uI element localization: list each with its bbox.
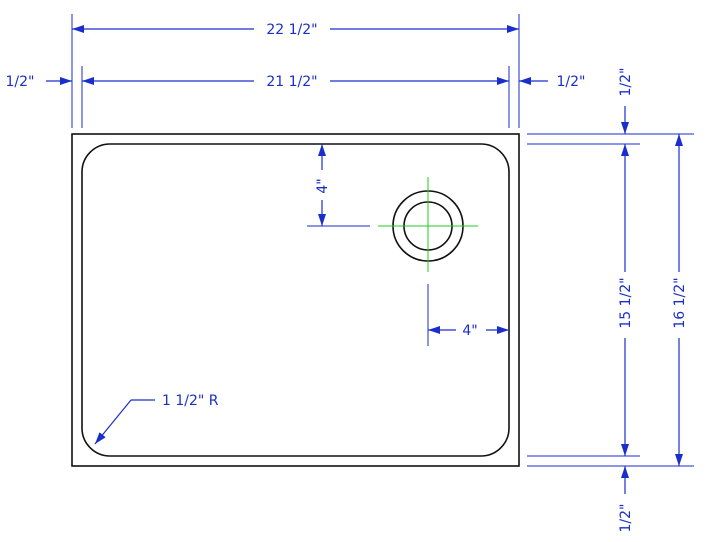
dim-left-rim: 1/2" bbox=[6, 74, 72, 90]
dim-overall-height-label: 16 1/2" bbox=[672, 277, 688, 328]
dim-corner-radius: 1 1/2" R bbox=[94, 393, 219, 445]
dim-inner-width: 21 1/2" bbox=[82, 74, 509, 90]
dim-inner-width-label: 21 1/2" bbox=[266, 74, 317, 90]
dim-drain-from-right: 4" bbox=[428, 323, 509, 339]
dim-bottom-rim: 1/2" bbox=[618, 466, 634, 532]
dim-drain-from-top-label: 4" bbox=[315, 178, 331, 193]
dim-left-rim-label: 1/2" bbox=[6, 74, 35, 90]
dim-top-rim: 1/2" bbox=[618, 68, 634, 134]
dim-overall-height: 16 1/2" bbox=[672, 134, 688, 466]
dim-right-rim-label: 1/2" bbox=[557, 74, 586, 90]
sink-inner-bowl bbox=[81, 143, 510, 457]
dim-drain-from-top: 4" bbox=[315, 144, 331, 226]
dim-overall-width: 22 1/2" bbox=[72, 22, 519, 38]
drain bbox=[378, 177, 478, 272]
dim-inner-height: 15 1/2" bbox=[618, 144, 634, 456]
dim-top-rim-label: 1/2" bbox=[618, 68, 634, 97]
dim-corner-radius-label: 1 1/2" R bbox=[162, 393, 219, 409]
dim-inner-height-label: 15 1/2" bbox=[618, 277, 634, 328]
sink-outer-outline bbox=[71, 133, 520, 467]
dim-overall-width-label: 22 1/2" bbox=[266, 22, 317, 38]
dim-bottom-rim-label: 1/2" bbox=[618, 504, 634, 533]
dim-drain-from-right-label: 4" bbox=[462, 323, 477, 339]
dim-right-rim: 1/2" bbox=[519, 74, 585, 90]
extension-lines bbox=[71, 14, 694, 467]
